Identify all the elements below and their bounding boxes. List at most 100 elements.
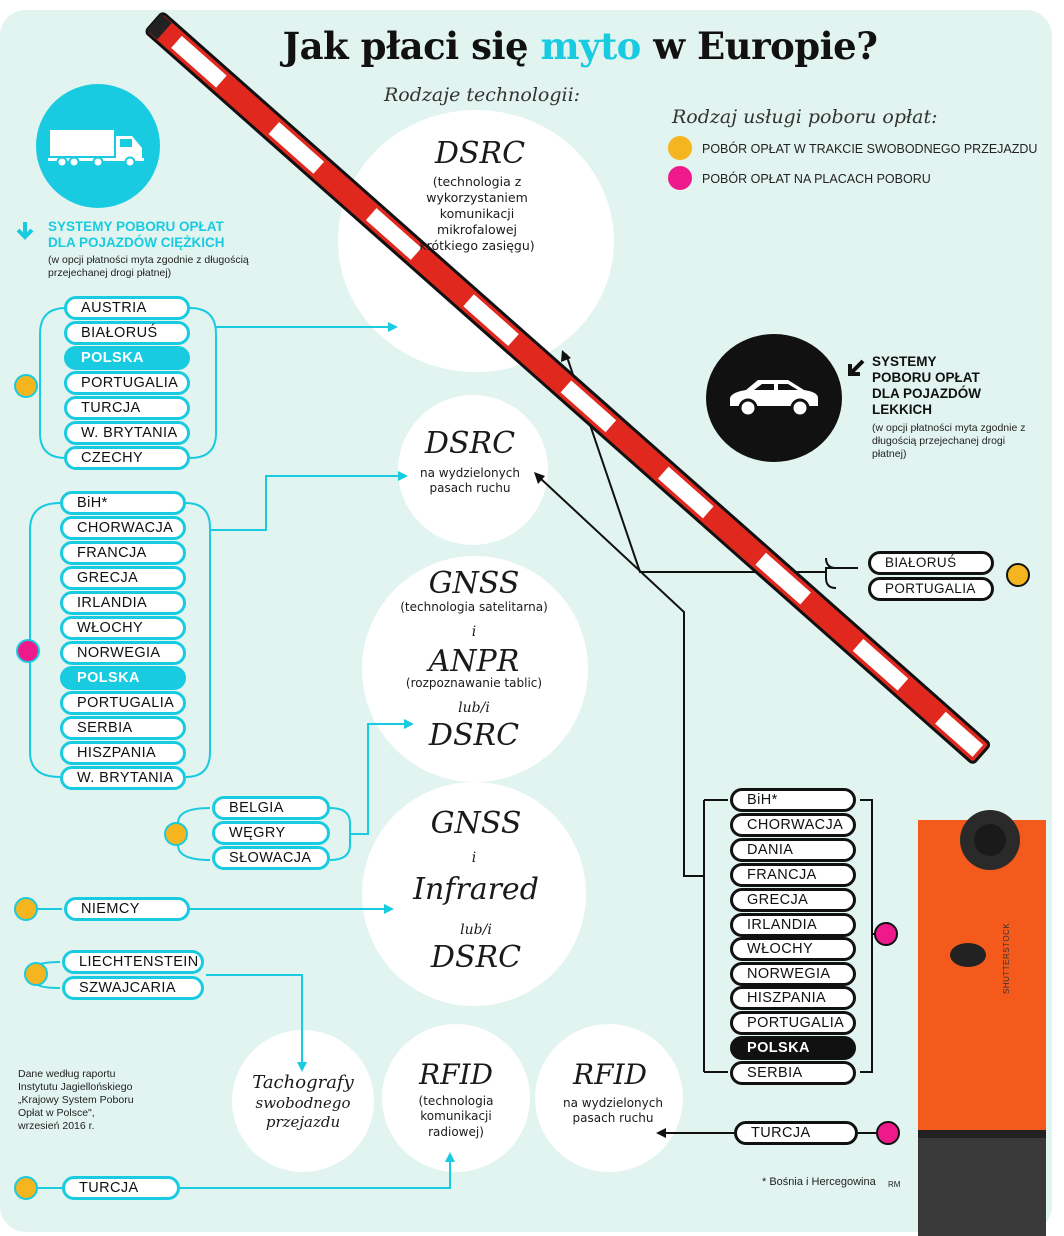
- country-pill: FRANCJA: [730, 863, 856, 887]
- barrier-post-base: [918, 1130, 1046, 1236]
- infrared-title: Infrared: [413, 872, 539, 907]
- country-pill: WĘGRY: [212, 821, 330, 845]
- heavy-note: (w opcji płatności myta zgodnie z długoś…: [48, 254, 249, 279]
- gnss-title: GNSS: [428, 566, 520, 601]
- tech-circle-dsrc-lanes: [398, 395, 548, 545]
- country-pill: PORTUGALIA: [730, 1011, 856, 1035]
- photo-credit: SHUTTERSTOCK: [1002, 922, 1011, 994]
- country-pill: SERBIA: [60, 716, 186, 740]
- country-pill-highlight: POLSKA: [60, 666, 186, 690]
- group6-dot: [14, 1176, 38, 1200]
- anpr-dsrc-title: DSRC: [428, 718, 520, 753]
- tech-circle-gnss-infrared: [362, 782, 586, 1006]
- tech-circle-rfid-lanes: [535, 1024, 683, 1172]
- legend-label-toll-plaza: POBÓR OPŁAT NA PLACACH POBORU: [702, 172, 931, 186]
- country-pill: HISZPANIA: [730, 986, 856, 1010]
- country-pill: SERBIA: [730, 1061, 856, 1085]
- country-pill: AUSTRIA: [64, 296, 190, 320]
- group5-dot: [24, 962, 48, 986]
- heavy-heading: SYSTEMY POBORU OPŁAT DLA POJAZDÓW CIĘŻKI…: [48, 219, 225, 250]
- group9-dot: [876, 1121, 900, 1145]
- rfid-lanes-desc: na wydzielonych pasach ruchu: [563, 1096, 663, 1126]
- country-pill: NORWEGIA: [60, 641, 186, 665]
- country-pill: IRLANDIA: [730, 913, 856, 937]
- country-pill: SZWAJCARIA: [62, 976, 204, 1000]
- gnss-ir-and: i: [471, 850, 477, 866]
- country-pill: CZECHY: [64, 446, 190, 470]
- anpr-or: lub/i: [458, 700, 490, 716]
- group1-dot: [14, 374, 38, 398]
- gnss-ir-title: GNSS: [430, 806, 522, 841]
- arrow-down-icon: [16, 222, 34, 240]
- tacho-title: Tachografy swobodnego przejazdu: [252, 1072, 354, 1131]
- legend-dot-toll-plaza: [668, 166, 692, 190]
- country-pill: BELGIA: [212, 796, 330, 820]
- country-pill: CHORWACJA: [60, 516, 186, 540]
- country-pill: NIEMCY: [64, 897, 190, 921]
- country-pill: BiH*: [60, 491, 186, 515]
- country-pill: W. BRYTANIA: [60, 766, 186, 790]
- anpr-desc: (rozpoznawanie tablic): [405, 676, 543, 690]
- light-heading: SYSTEMY POBORU OPŁAT DLA POJAZDÓW LEKKIC…: [872, 354, 981, 417]
- country-pill: HISZPANIA: [60, 741, 186, 765]
- group3-dot: [164, 822, 188, 846]
- truck-icon: [48, 130, 144, 168]
- rfid-title: RFID: [418, 1058, 494, 1091]
- technologies-label: Rodzaje technologii:: [384, 84, 581, 106]
- group7-dot: [1006, 563, 1030, 587]
- country-pill: WŁOCHY: [730, 937, 856, 961]
- country-pill: WŁOCHY: [60, 616, 186, 640]
- dsrc-title: DSRC: [434, 136, 526, 171]
- barrier-post: [918, 820, 1046, 1236]
- barrier-post-body: [918, 820, 1046, 1140]
- country-pill: TURCJA: [734, 1121, 858, 1145]
- country-pill: NORWEGIA: [730, 962, 856, 986]
- country-pill: BiH*: [730, 788, 856, 812]
- dsrc-desc: (technologia z wykorzystaniem komunikacj…: [419, 174, 535, 253]
- gnss-and: i: [471, 624, 477, 640]
- infrared-dsrc-title: DSRC: [430, 940, 522, 975]
- country-pill: FRANCJA: [60, 541, 186, 565]
- rfid-desc: (technologia komunikacji radiowej): [418, 1094, 494, 1139]
- barrier-post-lamp: [950, 943, 986, 967]
- country-pill: PORTUGALIA: [868, 577, 994, 601]
- country-pill: GRECJA: [730, 888, 856, 912]
- country-pill-highlight: POLSKA: [730, 1036, 856, 1060]
- country-pill: GRECJA: [60, 566, 186, 590]
- country-pill: BIAŁORUŚ: [868, 551, 994, 575]
- author-initials: RM: [888, 1180, 901, 1189]
- country-pill: DANIA: [730, 838, 856, 862]
- arrow-diagonal-icon: [848, 359, 865, 376]
- barrier-arm: [145, 12, 991, 764]
- group4-dot: [14, 897, 38, 921]
- car-icon: [730, 380, 818, 418]
- group2-dot: [16, 639, 40, 663]
- title-accent: myto: [540, 24, 641, 68]
- legend-dot-free-flow: [668, 136, 692, 160]
- footnote: * Bośnia i Hercegowina: [762, 1176, 876, 1188]
- tech-circle-rfid: [382, 1024, 530, 1172]
- tech-circle-gnss-anpr: [362, 556, 588, 782]
- dsrc-lanes-title: DSRC: [424, 426, 516, 461]
- group8-dot: [874, 922, 898, 946]
- country-pill: PORTUGALIA: [64, 371, 190, 395]
- legend-label-free-flow: POBÓR OPŁAT W TRAKCIE SWOBODNEGO PRZEJAZ…: [702, 142, 1038, 156]
- country-pill: LIECHTENSTEIN: [62, 950, 204, 974]
- legend-title: Rodzaj usługi poboru opłat:: [672, 106, 938, 128]
- country-pill: TURCJA: [62, 1176, 180, 1200]
- country-pill: PORTUGALIA: [60, 691, 186, 715]
- gnss-desc: (technologia satelitarna): [400, 600, 548, 614]
- country-pill: CHORWACJA: [730, 813, 856, 837]
- country-pill: SŁOWACJA: [212, 846, 330, 870]
- light-note: (w opcji płatności myta zgodnie z długoś…: [872, 422, 1026, 460]
- country-pill-highlight: POLSKA: [64, 346, 190, 370]
- country-pill: TURCJA: [64, 396, 190, 420]
- source-note: Dane według raportu Instytutu Jagiellońs…: [18, 1068, 134, 1132]
- country-pill: IRLANDIA: [60, 591, 186, 615]
- infrared-or: lub/i: [460, 922, 492, 938]
- rfid-lanes-title: RFID: [572, 1058, 648, 1091]
- anpr-title: ANPR: [428, 644, 520, 679]
- country-pill: W. BRYTANIA: [64, 421, 190, 445]
- dsrc-lanes-desc: na wydzielonych pasach ruchu: [420, 466, 520, 496]
